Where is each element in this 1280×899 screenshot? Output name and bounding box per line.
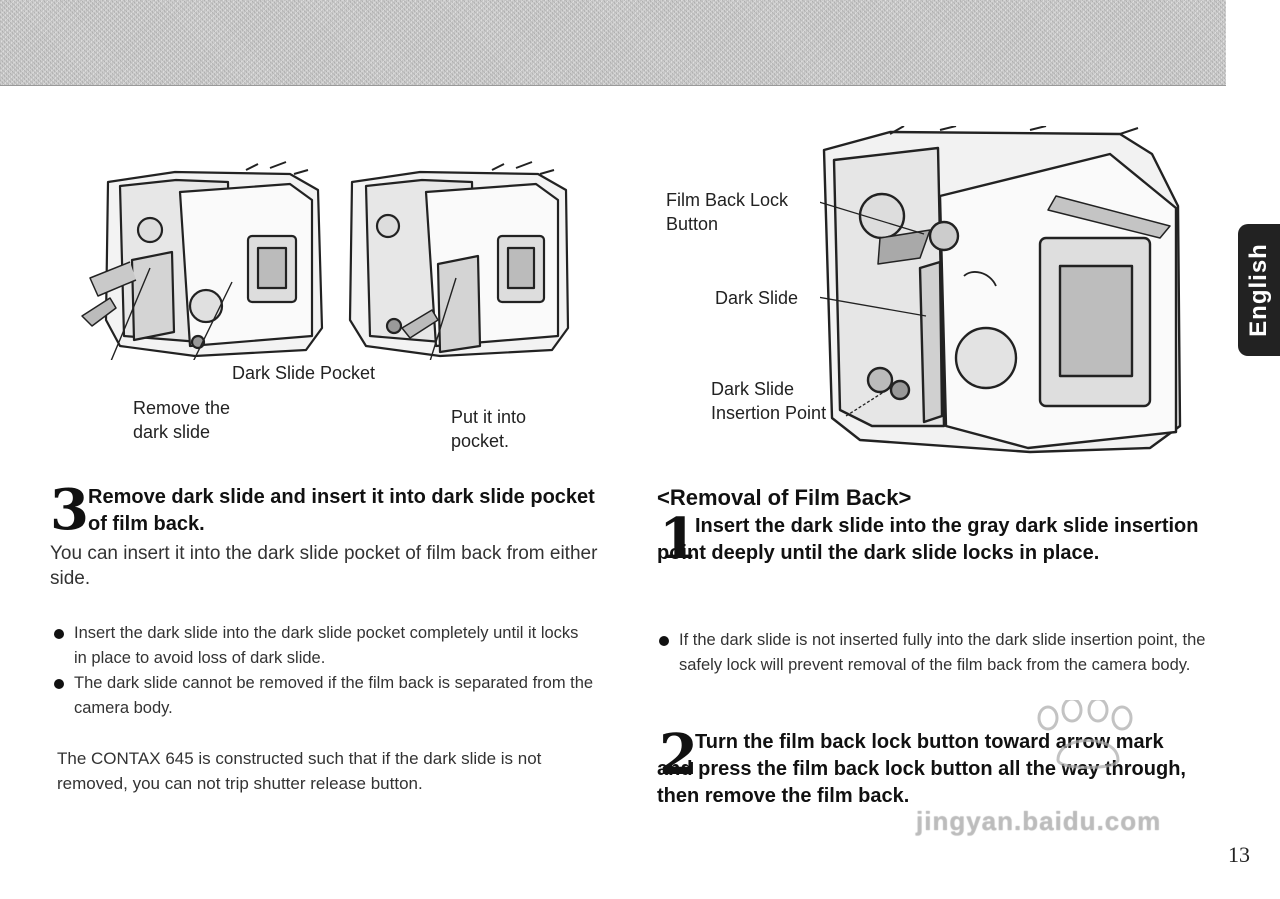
removal-step-2-title: Turn the film back lock button toward ar… [657, 731, 1186, 807]
header-texture-band [0, 0, 1226, 86]
leader-remove [110, 267, 151, 360]
leader-dark-slide [820, 296, 927, 317]
dark-slide-pocket-illustration [80, 160, 580, 360]
leader-put [429, 277, 457, 360]
leader-insertion-point [845, 387, 891, 417]
film-back-removal-illustration [820, 126, 1195, 456]
lock-button-icon [928, 220, 960, 252]
camera-body-illustration-2 [348, 161, 570, 358]
callout-dark-slide-pocket: Dark Slide Pocket [232, 363, 376, 383]
callout-dark-slide: Dark Slide [715, 288, 799, 308]
step-3-bullet-1: Insert the dark slide into the dark slid… [54, 621, 594, 670]
language-tab-label: English [1245, 243, 1273, 337]
callout-put-into-pocket: Put it into pocket. [451, 407, 527, 451]
callout-film-back-lock-button: Film Back Lock Button [666, 190, 789, 234]
removal-step-1-block: 1 Insert the dark slide into the gray da… [657, 506, 1217, 572]
leader-dark-slide-pocket [193, 281, 233, 360]
turn-arrow-icon [877, 229, 931, 265]
leader-lock-button [820, 201, 925, 235]
step-number-1: 1 [659, 506, 698, 572]
callout-dark-slide-insertion-point: Dark Slide Insertion Point [711, 379, 827, 423]
removal-step-1-bullet: If the dark slide is not inserted fully … [659, 628, 1209, 677]
step-3-title: Remove dark slide and insert it into dar… [88, 486, 595, 535]
step-3-block: 3 Remove dark slide and insert it into d… [50, 477, 610, 543]
removal-step-1-title: Insert the dark slide into the gray dark… [657, 515, 1199, 564]
removal-step-2-block: 2 Turn the film back lock button toward … [657, 722, 1217, 810]
remove-arrow-icon [1047, 195, 1171, 239]
camera-body-illustration-1 [81, 161, 324, 358]
callout-remove-dark-slide: Remove the dark slide [133, 398, 231, 442]
watermark-text: jingyan.baidu.com [916, 806, 1162, 836]
step-number-3: 3 [50, 477, 89, 543]
removal-step-1-bullet-list: If the dark slide is not inserted fully … [659, 628, 1209, 678]
step-3-bullet-2: The dark slide cannot be removed if the … [54, 671, 594, 720]
removal-section-heading: <Removal of Film Back> [657, 485, 912, 510]
page-number: 13 [1228, 842, 1250, 867]
step-3-body: You can insert it into the dark slide po… [50, 543, 598, 589]
step-3-note: The CONTAX 645 is constructed such that … [57, 749, 542, 793]
step-number-2: 2 [659, 722, 698, 788]
language-tab: English [1238, 224, 1280, 356]
step-3-bullet-list: Insert the dark slide into the dark slid… [54, 621, 594, 721]
